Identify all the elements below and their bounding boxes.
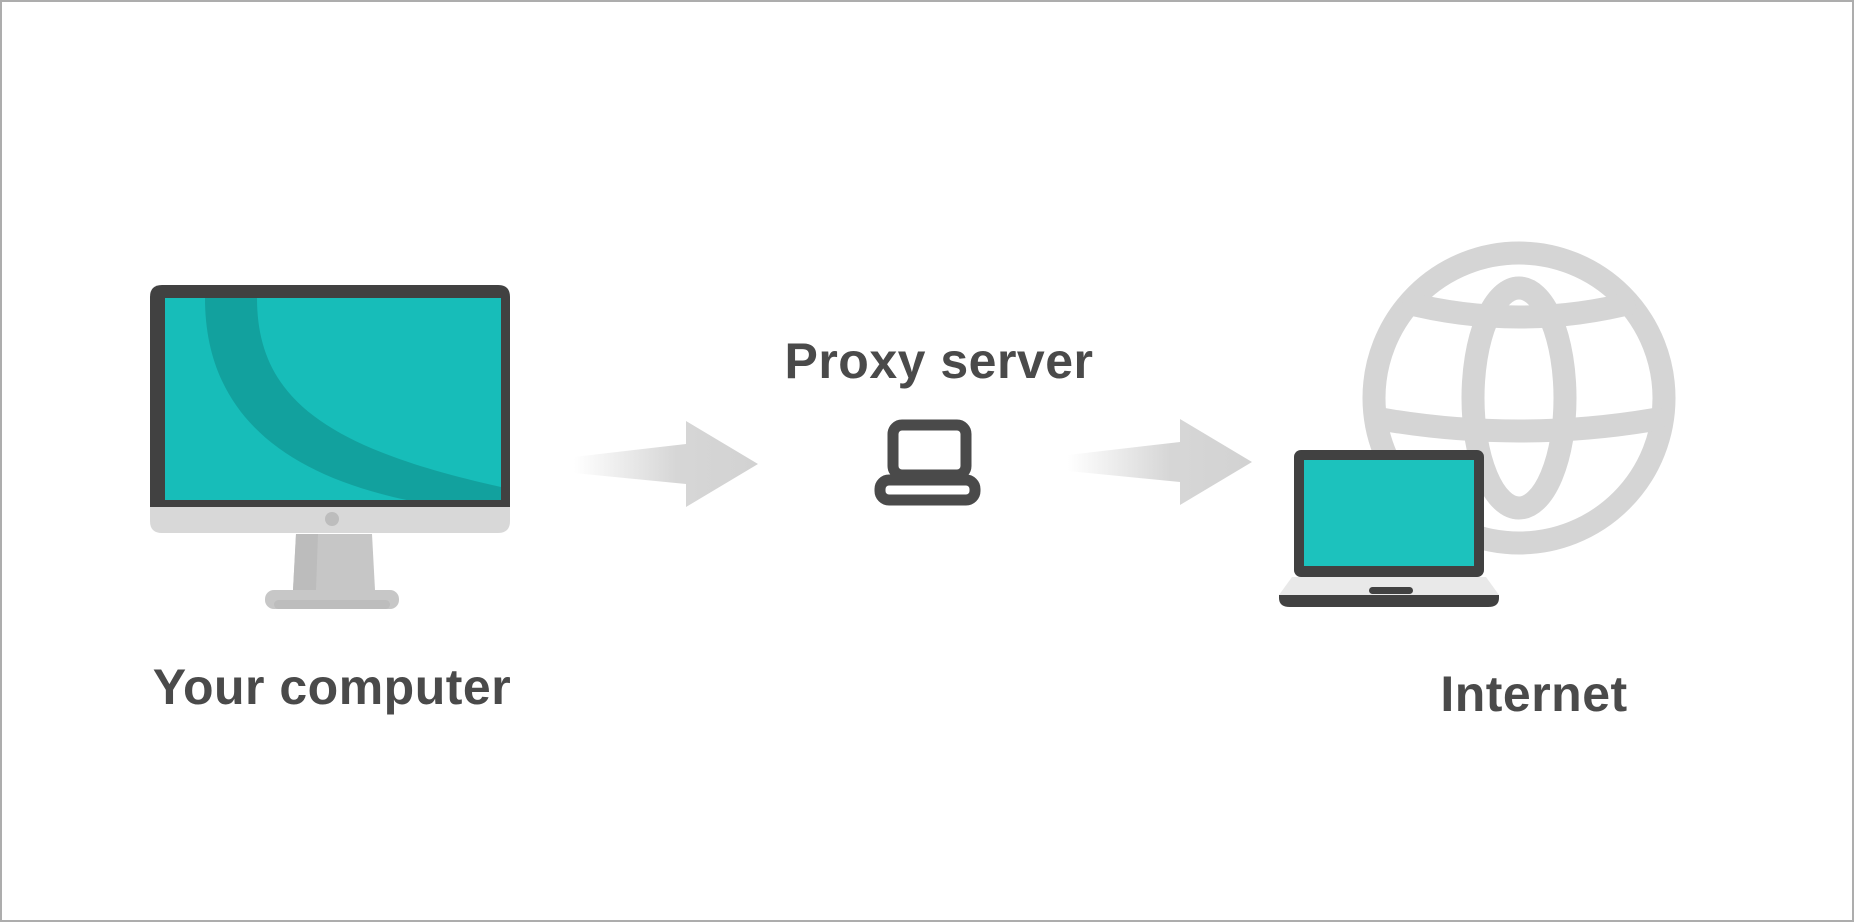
globe-latitude-upper xyxy=(1400,290,1638,329)
arrow-right-icon xyxy=(1068,419,1252,505)
screen-glare-stripe xyxy=(205,298,501,500)
laptop-deck xyxy=(1279,577,1499,595)
laptop-outline-base xyxy=(874,474,981,506)
internet-label: Internet xyxy=(1440,666,1628,722)
proxy-server-label: Proxy server xyxy=(784,333,1094,389)
laptop-bottom-bar xyxy=(1279,595,1499,607)
monitor-camera-dot xyxy=(325,512,339,526)
laptop-screen xyxy=(1304,460,1474,566)
your-computer-label: Your computer xyxy=(152,659,512,715)
globe-latitude-lower xyxy=(1372,406,1666,443)
laptop-icon xyxy=(1279,450,1499,607)
desktop-computer-icon xyxy=(150,285,510,609)
globe-icon xyxy=(1362,241,1676,555)
arrow-right-icon xyxy=(574,421,758,507)
laptop-notch xyxy=(1369,587,1413,594)
laptop-outline-screen xyxy=(887,419,972,481)
globe-meridian xyxy=(1461,276,1577,520)
globe-ring xyxy=(1362,241,1676,555)
laptop-outline-icon xyxy=(874,419,981,506)
